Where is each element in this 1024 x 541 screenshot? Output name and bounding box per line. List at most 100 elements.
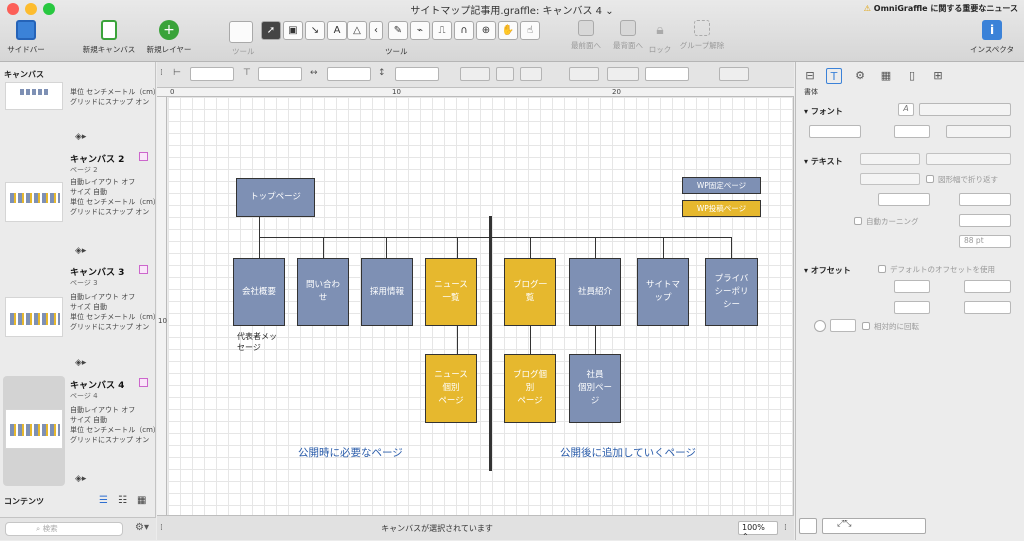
canvas-thumbnail-4[interactable] — [5, 409, 63, 449]
offset-h-field[interactable] — [964, 301, 1011, 314]
style-tray[interactable]: ⤢⤡ — [822, 518, 926, 534]
character-spacing-field[interactable] — [959, 214, 1011, 227]
font-size-field[interactable] — [894, 125, 930, 138]
diagram-tool-icon[interactable]: △ — [347, 21, 367, 40]
sidebar-button[interactable]: サイドバー — [4, 20, 48, 55]
rotation-field[interactable] — [830, 319, 856, 332]
font-family-popup[interactable] — [919, 103, 1011, 116]
offset-w-field[interactable] — [894, 301, 930, 314]
list-view-icon[interactable]: ☰ — [99, 495, 108, 506]
canvas-thumbnail-1[interactable] — [5, 82, 63, 110]
canvas-tab-icon[interactable]: ▦ — [880, 69, 892, 82]
stroke-style-popup[interactable] — [569, 67, 599, 81]
line-end-popup[interactable] — [719, 67, 749, 81]
gear-tab-icon[interactable]: ⚙ — [855, 69, 865, 82]
font-style-popup[interactable] — [946, 125, 1011, 138]
search-input[interactable]: ⌕ 検索 — [5, 522, 123, 536]
blog-list-node[interactable]: ブログ一 覧 — [504, 258, 556, 326]
gear-icon[interactable]: ⚙▾ — [135, 522, 149, 533]
ungroup-button[interactable]: グループ解除 — [676, 20, 728, 51]
layers-toggle-icon[interactable]: ◈▸ — [75, 358, 87, 368]
text-placement-control[interactable] — [860, 173, 920, 185]
text-tab-icon[interactable]: T — [826, 68, 842, 84]
canvas-3-name[interactable]: キャンバス 3 — [70, 268, 125, 278]
legend-post-page[interactable]: WP投稿ページ — [682, 200, 761, 217]
layers-toggle-icon[interactable]: ◈▸ — [75, 132, 87, 142]
staff-intro-node[interactable]: 社員紹介 — [569, 258, 621, 326]
font-color-well[interactable] — [809, 125, 861, 138]
staff-detail-node[interactable]: 社員 個別ペー ジ — [569, 354, 621, 423]
stroke-width-field[interactable] — [645, 67, 689, 81]
rubber-stamp-icon[interactable]: ⎍ — [432, 21, 452, 40]
layers-toggle-icon[interactable]: ◈▸ — [75, 246, 87, 256]
new-layer-button[interactable]: + 新規レイヤー — [142, 20, 196, 55]
new-canvas-button[interactable]: 新規キャンバス — [80, 20, 138, 55]
send-to-back-button[interactable]: 最背面へ — [608, 20, 648, 51]
panel-resize-handle[interactable]: ⁞ — [784, 523, 787, 533]
stroke-pattern-popup[interactable] — [607, 67, 639, 81]
wrap-checkbox[interactable] — [926, 175, 934, 183]
zoom-tool-icon[interactable]: ⊕ — [476, 21, 496, 40]
news-link[interactable]: ⚠ OmniGraffle に関する重要なニュース — [863, 4, 1018, 13]
canvas-thumbnail-2[interactable] — [5, 182, 63, 222]
canvas-thumbnail-3[interactable] — [5, 297, 63, 337]
caption-launch-pages[interactable]: 公開時に必要なページ — [298, 447, 403, 459]
caption-later-pages[interactable]: 公開後に追加していくページ — [560, 447, 696, 459]
y-position-field[interactable] — [258, 67, 302, 81]
default-offset-checkbox[interactable] — [878, 265, 886, 273]
line-tool-icon[interactable]: ↘ — [305, 21, 325, 40]
panel-resize-handle[interactable]: ⁞ — [160, 523, 163, 533]
magnet-icon[interactable]: ∩ — [454, 21, 474, 40]
chevron-left-icon[interactable]: ‹ — [369, 21, 383, 40]
privacy-policy-node[interactable]: プライバ シーポリ シー — [705, 258, 758, 326]
news-detail-node[interactable]: ニュース 個別 ページ — [425, 354, 477, 423]
top-page-node[interactable]: トップページ — [236, 178, 315, 217]
style-brush-icon[interactable]: ⌁ — [410, 21, 430, 40]
text-section-header[interactable]: ▾ テキスト — [804, 157, 843, 166]
height-field[interactable] — [395, 67, 439, 81]
font-section-header[interactable]: ▾ フォント — [804, 107, 843, 116]
outline-view-icon[interactable]: ☷ — [118, 495, 127, 506]
pen-tool-icon[interactable]: ✎ — [388, 21, 408, 40]
hand-tool-icon[interactable]: ✋ — [498, 21, 518, 40]
inspector-button[interactable]: i インスペクタ — [966, 20, 1018, 55]
legend-fixed-page[interactable]: WP固定ページ — [682, 177, 761, 194]
minimize-window-button[interactable] — [25, 3, 37, 15]
blog-detail-node[interactable]: ブログ個 別 ページ — [504, 354, 556, 423]
news-list-node[interactable]: ニュース 一覧 — [425, 258, 477, 326]
relative-rotate-checkbox[interactable] — [862, 322, 870, 330]
kerning-checkbox[interactable] — [854, 217, 862, 225]
font-panel-icon[interactable]: A — [898, 103, 914, 116]
canvas-2-name[interactable]: キャンバス 2 — [70, 155, 125, 165]
shape-tool-icon[interactable]: ▣ — [283, 21, 303, 40]
company-profile-node[interactable]: 会社概要 — [233, 258, 285, 326]
browse-tool-icon[interactable]: ☝ — [520, 21, 540, 40]
document-tab-icon[interactable]: ▯ — [908, 69, 916, 82]
zoom-field[interactable]: 100% ⌃ — [738, 521, 778, 541]
layers-toggle-icon[interactable]: ◈▸ — [75, 474, 87, 484]
grid-tab-icon[interactable]: ⊞ — [933, 69, 943, 82]
zoom-window-button[interactable] — [43, 3, 55, 15]
rotation-dial[interactable] — [814, 320, 826, 332]
grid-view-icon[interactable]: ▦ — [137, 495, 147, 506]
text-inset-field[interactable] — [878, 193, 930, 206]
text-tool-icon[interactable]: A — [327, 21, 347, 40]
selection-tool-icon[interactable]: ➚ — [261, 21, 281, 40]
horizontal-align-control[interactable] — [926, 153, 1011, 165]
fill-style-popup[interactable] — [460, 67, 490, 81]
close-window-button[interactable] — [7, 3, 19, 15]
style-swatch[interactable] — [799, 518, 817, 534]
fill-color-well[interactable] — [496, 67, 514, 81]
text-spacing-field[interactable] — [959, 193, 1011, 206]
bring-to-front-button[interactable]: 最前面へ — [566, 20, 606, 51]
shadow-toggle[interactable] — [520, 67, 542, 81]
x-position-field[interactable] — [190, 67, 234, 81]
vertical-align-control[interactable] — [860, 153, 920, 165]
panel-resize-handle[interactable]: ⁞ — [160, 68, 163, 78]
contact-node[interactable]: 問い合わ せ — [297, 258, 349, 326]
width-field[interactable] — [327, 67, 371, 81]
offset-x-field[interactable] — [894, 280, 930, 293]
line-height-field[interactable]: 88 pt — [959, 235, 1011, 248]
tool-palette-button[interactable] — [229, 21, 253, 43]
properties-tab-icon[interactable]: ⊟ — [805, 69, 815, 82]
